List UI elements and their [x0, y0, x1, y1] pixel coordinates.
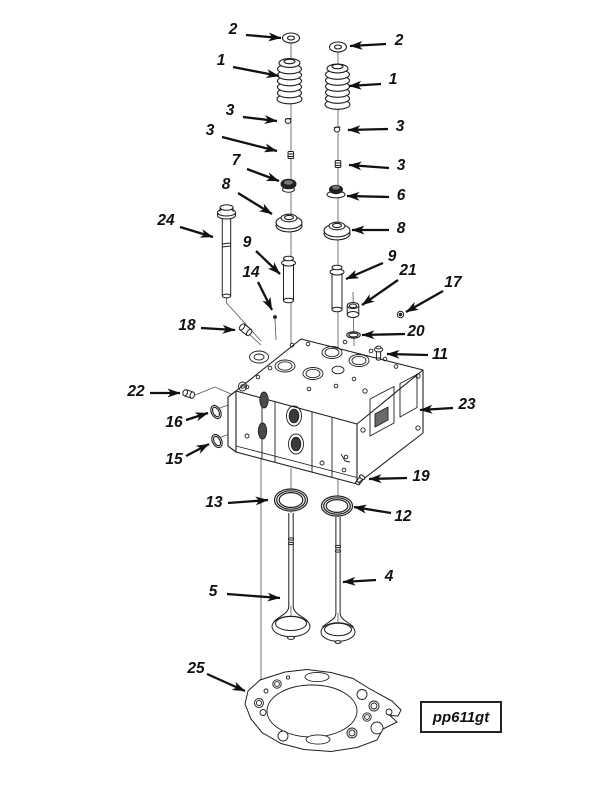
- callout-arrow-13-13: [227, 496, 269, 506]
- callout-arrow-23-27: [419, 404, 454, 414]
- callout-arrow-20-25: [361, 330, 406, 340]
- valve-stem-seal-left: [280, 178, 297, 193]
- set-screw-17: [396, 310, 405, 319]
- callout-arrow-1-1: [232, 65, 280, 79]
- callout-arrow-11-26: [386, 349, 429, 359]
- callout-arrow-3-2: [242, 115, 278, 125]
- cylinder-head: [227, 338, 424, 485]
- callout-arrows: [150, 32, 454, 693]
- callout-arrow-24-6: [179, 225, 214, 239]
- callout-arrow-3-3: [221, 135, 278, 153]
- spring-retainer-washer-right: [328, 41, 348, 53]
- callout-arrow-25-15: [206, 672, 246, 693]
- valve-collet-left-lower: [287, 151, 295, 159]
- callout-arrow-21-23: [361, 279, 399, 306]
- pipe-plug-22: [182, 389, 196, 399]
- o-ring-15: [211, 433, 223, 449]
- callout-arrow-4-30: [342, 576, 377, 586]
- valve-right: [320, 517, 356, 644]
- callout-arrow-2-16: [349, 40, 387, 50]
- screw-19: [355, 474, 366, 486]
- dowel-pin-14: [273, 315, 277, 319]
- figure-code-box: pp611gt: [420, 701, 502, 733]
- pipe-plug-18: [238, 323, 253, 337]
- callout-arrow-3-18: [347, 125, 389, 135]
- valve-left: [271, 513, 311, 640]
- callout-arrow-19-28: [368, 474, 408, 484]
- spring-seat-left: [275, 213, 303, 233]
- callout-arrow-9-7: [255, 250, 281, 275]
- callout-arrow-3-19: [348, 161, 390, 171]
- cup-plug-21: [346, 302, 360, 318]
- stud-bolt-11: [373, 345, 384, 361]
- o-ring-16: [210, 404, 222, 420]
- callout-arrow-14-8: [256, 281, 274, 311]
- callout-arrow-16-11: [185, 411, 209, 422]
- seal-ring-12: [320, 495, 354, 517]
- spring-retainer-washer-left: [281, 32, 301, 44]
- callout-arrow-18-9: [200, 324, 236, 334]
- valve-collet-left-upper: [284, 118, 292, 124]
- callout-arrow-2-0: [245, 32, 282, 42]
- seal-ring-13: [273, 488, 309, 512]
- callout-arrow-6-20: [346, 191, 390, 201]
- callout-arrow-15-12: [185, 442, 210, 458]
- head-gasket: [244, 668, 402, 753]
- callout-arrow-5-14: [226, 592, 281, 602]
- callout-arrow-12-29: [353, 504, 392, 515]
- valve-spring-right: [324, 63, 351, 110]
- callout-arrow-9-22: [345, 261, 384, 281]
- o-ring-20: [346, 331, 361, 339]
- head-bolt: [217, 204, 236, 299]
- valve-spring-left: [276, 58, 303, 105]
- callout-arrow-7-4: [246, 167, 280, 183]
- valve-stem-seal-right: [326, 184, 346, 199]
- figure-code-text: pp611gt: [432, 708, 490, 726]
- valve-collet-right-lower: [334, 160, 342, 168]
- valve-guide-right: [329, 264, 345, 313]
- spring-seat-right: [323, 221, 351, 241]
- callout-arrow-8-5: [237, 192, 273, 215]
- callout-arrow-1-17: [348, 80, 382, 90]
- valve-collet-right-upper: [333, 126, 341, 133]
- callout-arrow-17-24: [405, 289, 444, 314]
- valve-guide-left: [281, 255, 296, 304]
